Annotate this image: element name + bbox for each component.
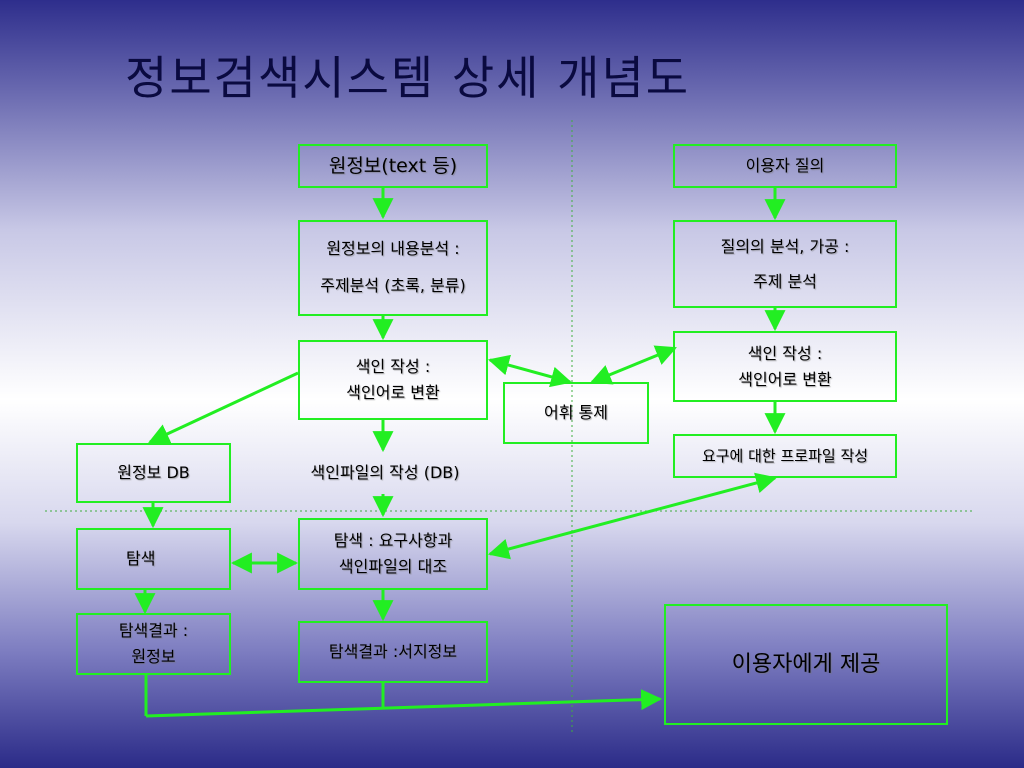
arrow-results-to-user xyxy=(145,689,663,718)
arrow-vocab-index-right xyxy=(590,345,677,385)
node-query-analysis: 질의의 분석, 가공 : 주제 분석 xyxy=(673,220,897,308)
node-index-file: 색인파일의 작성 (DB) xyxy=(310,463,460,483)
arrow-index-to-sourcedb xyxy=(148,371,299,444)
node-index-right: 색인 작성 : 색인어로 변환 xyxy=(673,331,897,402)
page-title: 정보검색시스템 상세 개념도 xyxy=(125,51,691,105)
node-provide-user: 이용자에게 제공 xyxy=(664,604,948,725)
node-user-query: 이용자 질의 xyxy=(673,144,897,188)
node-search-match: 탐색 : 요구사항과 색인파일의 대조 xyxy=(298,518,488,590)
node-source-info: 원정보(text 등) xyxy=(298,144,488,188)
node-source-db: 원정보 DB xyxy=(76,443,231,503)
node-content-analysis: 원정보의 내용분석 : 주제분석 (초록, 분류) xyxy=(298,220,488,316)
node-vocab-control: 어휘 통제 xyxy=(503,382,649,444)
node-result-biblio: 탐색결과 :서지정보 xyxy=(298,621,488,683)
arrow-profile-match xyxy=(487,472,778,560)
node-result-source: 탐색결과 : 원정보 xyxy=(76,613,231,675)
node-profile: 요구에 대한 프로파일 작성 xyxy=(673,434,897,478)
arrow-index-vocab xyxy=(487,354,573,388)
node-index-left: 색인 작성 : 색인어로 변환 xyxy=(298,340,488,420)
node-search: 탐색 xyxy=(76,528,231,590)
